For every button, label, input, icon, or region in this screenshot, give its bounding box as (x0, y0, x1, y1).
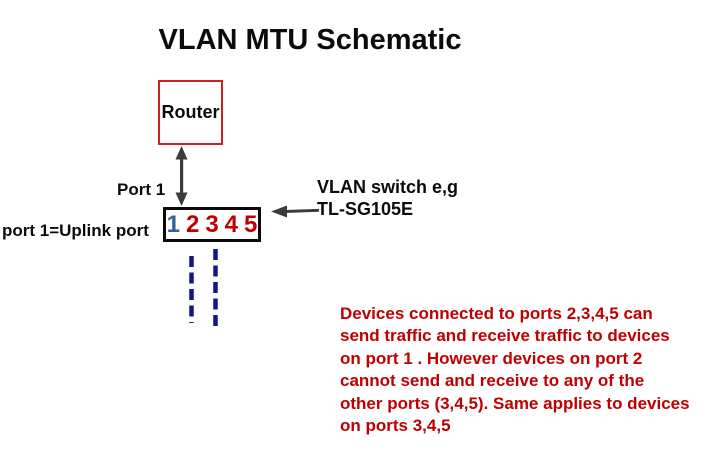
uplink-port-label: port 1=Uplink port (2, 221, 149, 240)
annotation-line: on port 1 . However devices on port 2 (340, 348, 643, 368)
router-label: Router (161, 102, 220, 122)
port-number-2: 2 (185, 210, 200, 238)
annotation-text: Devices connected to ports 2,3,4,5 can s… (340, 303, 690, 437)
switch-name-line1: VLAN switch e,g (317, 177, 459, 197)
port1-label: Port 1 (117, 180, 166, 199)
vlan-switch-box: 1 2 3 4 5 (163, 207, 261, 242)
page-title: VLAN MTU Schematic (158, 24, 462, 56)
annotation-line: cannot send and receive to any of the (340, 371, 645, 391)
port-number-3: 3 (205, 210, 219, 238)
annotation-line: Devices connected to ports 2,3,4,5 can (340, 304, 653, 323)
port-number-4: 4 (224, 210, 239, 238)
switch-name-line2: TL-SG105E (317, 199, 414, 219)
annotation-line: other ports (3,4,5). Same applies to dev… (340, 393, 690, 413)
annotation-line: send traffic and receive traffic to devi… (340, 326, 670, 346)
router-switch-double-arrow-icon (175, 146, 188, 206)
port-number-5: 5 (244, 210, 258, 238)
switch-name-label: VLAN switch e,g TL-SG105E (317, 176, 458, 220)
port-number-1: 1 (166, 210, 180, 238)
router-box: Router (158, 80, 223, 145)
annotation-line: on ports 3,4,5 (340, 416, 451, 436)
switch-pointer-arrow-icon (271, 205, 320, 218)
